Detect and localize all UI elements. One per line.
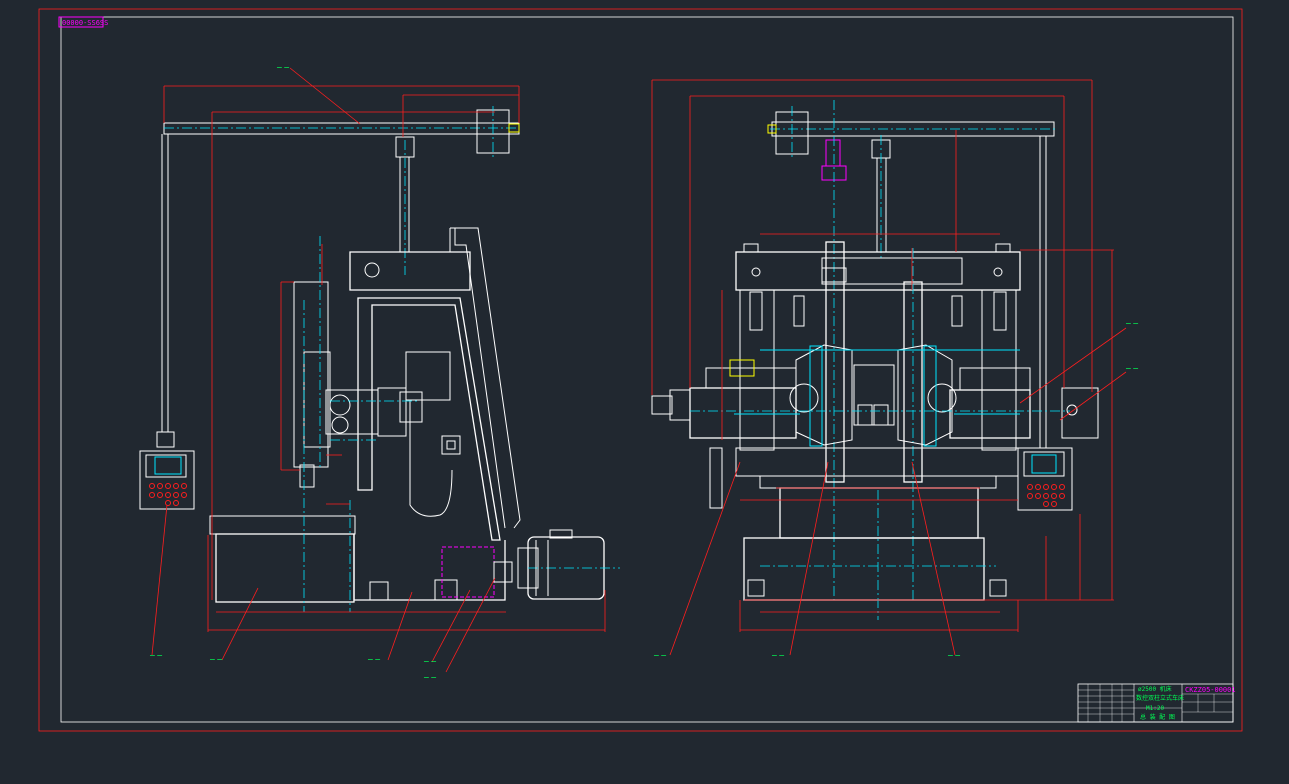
title-unit: M1:20 xyxy=(1146,705,1164,712)
title-name-line1: ø2500 机床 xyxy=(1138,685,1172,693)
title-block: ø2500 机床 数控双柱立式车床 M1:20 总 装 配 图 CKZZ05-0… xyxy=(1077,683,1236,723)
overhead-arm xyxy=(163,122,520,135)
title-company: 总 装 配 图 xyxy=(1140,713,1175,721)
svg-text:━━ ━━: ━━ ━━ xyxy=(653,653,667,658)
svg-text:━━ ━━: ━━ ━━ xyxy=(367,657,381,662)
drive-motor xyxy=(517,529,620,600)
svg-text:━━ ━━: ━━ ━━ xyxy=(1125,321,1139,326)
svg-text:━━ ━━: ━━ ━━ xyxy=(423,659,437,664)
side-view: ━━ ━━ ━━ ━━ ━━ ━━ ━━ ━━ ━━ ━━ ━━ ━━ xyxy=(139,65,620,680)
svg-text:━━ ━━: ━━ ━━ xyxy=(276,65,290,70)
title-name-line2: 数控双柱立式车床 xyxy=(1136,694,1184,702)
worktable xyxy=(779,487,979,539)
svg-text:━━ ━━: ━━ ━━ xyxy=(947,653,961,658)
svg-text:━━ ━━: ━━ ━━ xyxy=(1125,366,1139,371)
crossbeam xyxy=(735,251,1021,291)
front-view: ━━ ━━ ━━ ━━ ━━ ━━ ━━ ━━ ━━ ━━ xyxy=(651,79,1139,658)
svg-text:━━ ━━: ━━ ━━ xyxy=(149,653,163,658)
svg-text:━━ ━━: ━━ ━━ xyxy=(423,675,437,680)
outer-border xyxy=(38,8,1243,732)
frame-tag: 00000-SS6SS xyxy=(62,19,108,27)
drawing-number: CKZZ05-00001 xyxy=(1185,686,1236,694)
svg-text:━━ ━━: ━━ ━━ xyxy=(771,653,785,658)
control-pendant-left xyxy=(139,450,195,510)
svg-text:━━ ━━: ━━ ━━ xyxy=(209,657,223,662)
inner-border xyxy=(60,16,1234,723)
control-pendant-right xyxy=(1017,447,1073,511)
frame-tag-box xyxy=(58,16,104,28)
